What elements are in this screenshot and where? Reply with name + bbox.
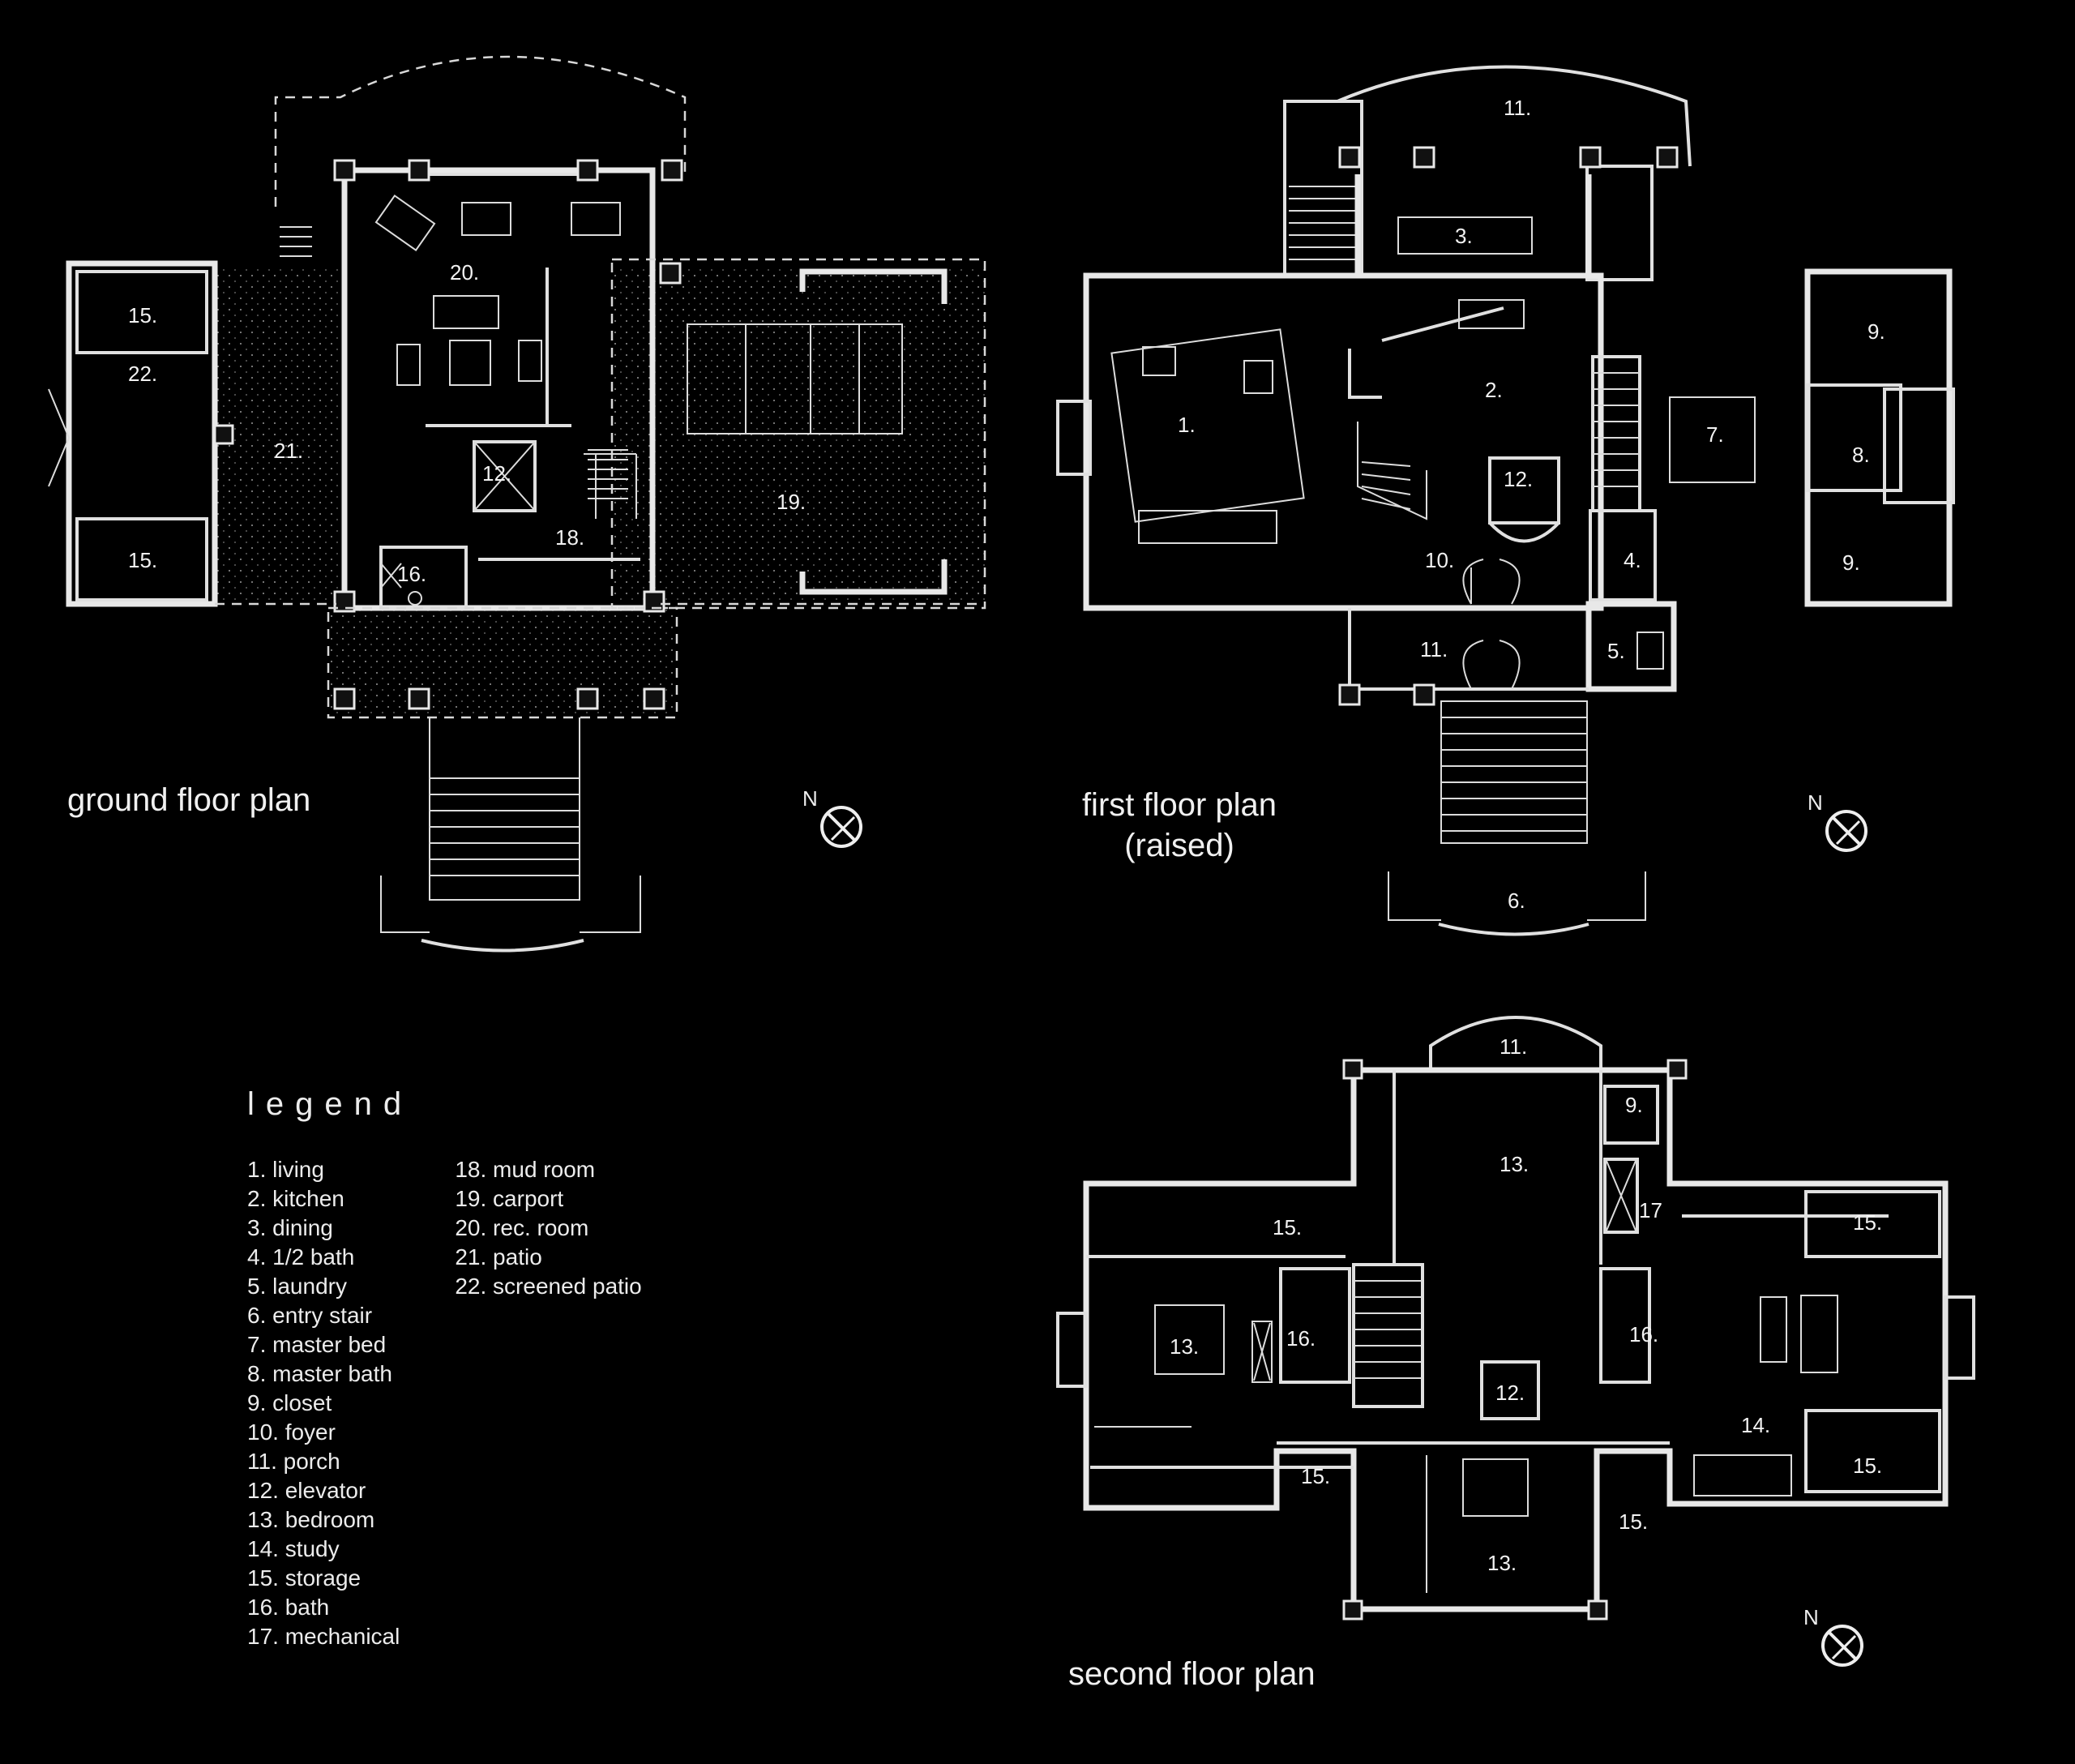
ground-room-label: 16. <box>397 562 426 586</box>
second-room-label: 15. <box>1273 1215 1302 1240</box>
first-room-label: 10. <box>1425 548 1454 572</box>
first-room-label: 6. <box>1508 888 1525 913</box>
first-room-label: 11. <box>1504 96 1531 120</box>
legend-item: 20. rec. room <box>455 1215 589 1240</box>
legend-item: 8. master bath <box>247 1361 392 1386</box>
second-room-label: 15. <box>1853 1454 1882 1478</box>
first-room-label: 2. <box>1485 378 1503 402</box>
legend-title: legend <box>247 1086 413 1122</box>
legend-item: 5. laundry <box>247 1274 347 1299</box>
legend-item: 21. patio <box>455 1244 542 1269</box>
second-floor-plan: 11. 9. 13. 15. 17 15. 13. 16. 16. 12. 14… <box>1056 1016 1975 1621</box>
first-room-label: 3. <box>1455 224 1473 248</box>
ground-room-label: 15. <box>128 548 157 572</box>
first-room-label: 8. <box>1852 443 1870 467</box>
legend-item: 15. storage <box>247 1565 362 1591</box>
legend-item: 9. closet <box>247 1390 332 1415</box>
legend: legend 1. living 2. kitchen 3. dining 4.… <box>247 1086 642 1651</box>
legend-item: 14. study <box>247 1536 340 1561</box>
second-room-label: 16. <box>1629 1322 1658 1347</box>
legend-item: 10. foyer <box>247 1419 336 1445</box>
second-room-label: 13. <box>1487 1551 1517 1575</box>
legend-item: 12. elevator <box>247 1478 366 1503</box>
ground-room-label: 18. <box>555 525 584 550</box>
legend-item: 17. mechanical <box>247 1624 400 1649</box>
ground-floor-title: ground floor plan <box>67 782 311 818</box>
first-room-label: 7. <box>1706 422 1724 447</box>
legend-item: 4. 1/2 bath <box>247 1244 355 1269</box>
second-room-label: 13. <box>1170 1334 1199 1359</box>
first-room-label: 5. <box>1607 639 1625 663</box>
ground-room-label: 15. <box>128 303 157 328</box>
ground-room-label: 20. <box>450 260 479 285</box>
legend-column-1: 1. living 2. kitchen 3. dining 4. 1/2 ba… <box>247 1155 400 1651</box>
first-floor-subtitle: (raised) <box>1124 828 1234 863</box>
first-room-label: 9. <box>1868 319 1885 344</box>
second-room-label: 11. <box>1500 1034 1527 1059</box>
legend-item: 16. bath <box>247 1595 330 1620</box>
second-floor-title: second floor plan <box>1068 1656 1316 1692</box>
legend-item: 22. screened patio <box>455 1274 642 1299</box>
first-room-label: 12. <box>1504 467 1533 491</box>
ground-room-label: 12. <box>482 461 511 486</box>
north-arrow-icon: N <box>802 786 875 859</box>
north-arrow-icon: N <box>1808 790 1880 863</box>
ground-floor-plan: 15. 22. 15. 21. 20. 12. 16. 18. 19. <box>48 55 986 953</box>
ground-room-label: 22. <box>128 362 157 386</box>
first-floor-title-text: first floor plan <box>1081 787 1277 823</box>
second-room-label: 17 <box>1639 1198 1662 1222</box>
second-room-label: 16. <box>1286 1326 1316 1351</box>
legend-item: 19. carport <box>455 1186 564 1211</box>
second-room-label: 12. <box>1495 1381 1525 1405</box>
first-room-label: 9. <box>1842 550 1860 575</box>
legend-column-2: 18. mud room 19. carport 20. rec. room 2… <box>455 1155 641 1651</box>
legend-item: 6. entry stair <box>247 1303 373 1328</box>
legend-item: 3. dining <box>247 1215 333 1240</box>
legend-item: 7. master bed <box>247 1332 387 1357</box>
north-label: N <box>802 786 818 811</box>
second-room-label: 13. <box>1500 1152 1529 1176</box>
first-floor-plan: 11. 3. 9. 1. 2. 7. 8. 12. 10. 4. 9. 11. … <box>1056 65 1955 936</box>
first-room-label: 11. <box>1420 637 1448 662</box>
second-room-label: 14. <box>1741 1413 1770 1437</box>
second-room-label: 15. <box>1853 1210 1882 1235</box>
second-room-label: 15. <box>1301 1464 1330 1488</box>
ground-room-label: 21. <box>274 439 303 463</box>
legend-item: 2. kitchen <box>247 1186 344 1211</box>
legend-item: 13. bedroom <box>247 1507 375 1532</box>
legend-item: 18. mud room <box>455 1157 596 1182</box>
second-room-label: 15. <box>1619 1509 1648 1534</box>
legend-item: 1. living <box>247 1157 324 1182</box>
north-label: N <box>1803 1605 1819 1629</box>
first-room-label: 1. <box>1178 413 1196 437</box>
second-room-label: 9. <box>1625 1093 1643 1117</box>
ground-room-label: 19. <box>777 490 806 514</box>
first-floor-title: first floor plan (raised) <box>1070 785 1289 866</box>
north-label: N <box>1808 790 1823 815</box>
legend-item: 11. porch <box>247 1449 340 1474</box>
first-room-label: 4. <box>1624 548 1641 572</box>
north-arrow-icon: N <box>1803 1605 1876 1678</box>
